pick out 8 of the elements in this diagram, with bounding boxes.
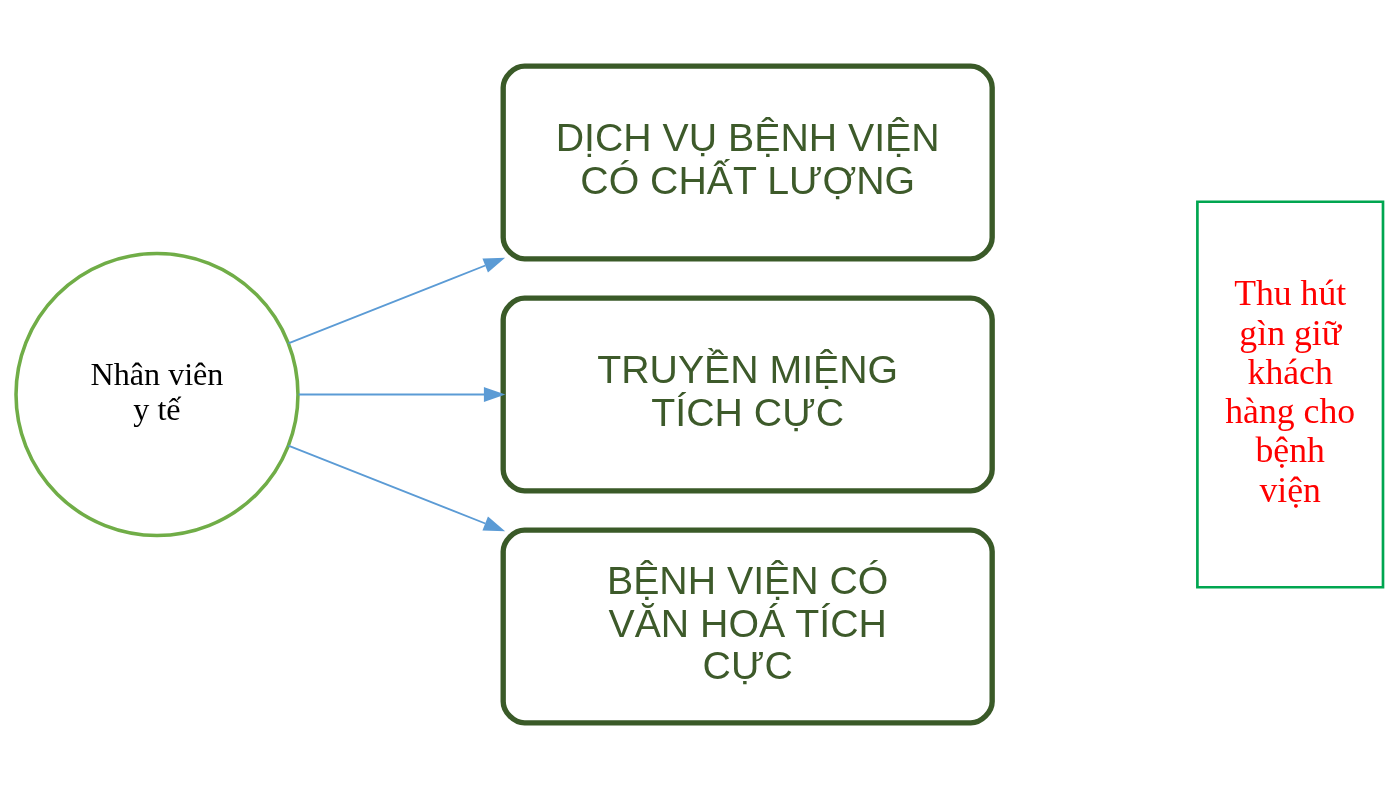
node-box: BỆNH VIỆN CÓ VĂN HOÁ TÍCH CỰC [500,526,995,726]
node-box: DỊCH VỤ BỆNH VIỆN CÓ CHẤT LƯỢNG [500,62,995,262]
node-box: Thu hút gìn giữ khách hàng cho bệnh viện [1196,199,1385,589]
node-circle: Nhân viên y tế [14,251,300,537]
arrow [297,386,506,402]
arrow [287,257,506,344]
node-box: TRUYỀN MIỆNG TÍCH CỰC [500,294,995,494]
arrow [287,444,506,531]
